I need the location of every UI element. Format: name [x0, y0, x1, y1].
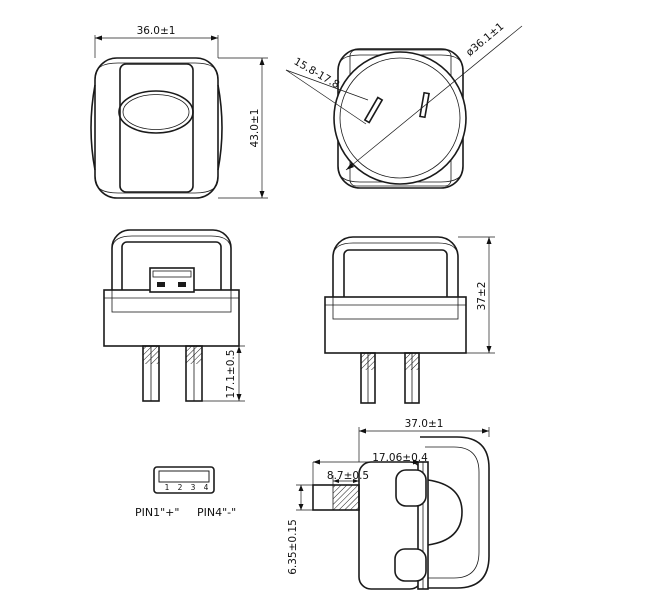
front-height-dim: 43.0±1 — [249, 109, 261, 148]
front-width-dim: 36.0±1 — [137, 25, 176, 37]
side-view: 37±2 — [324, 236, 495, 404]
slot-spacing-dim: 15.8-17.8 — [292, 56, 342, 92]
plug-face-view: ø36.1±1 15.8-17.8 — [285, 21, 523, 189]
usb-pin-3: 3 — [191, 483, 196, 492]
usb-pin-1: 1 — [165, 483, 170, 492]
diameter-dim: ø36.1±1 — [464, 21, 506, 59]
base-depth-dim: 17.06±0.4 — [372, 452, 428, 464]
pin1-label: PIN1"+" — [135, 506, 179, 519]
usb-pin-2: 2 — [178, 483, 183, 492]
pin-length-dim: 17.1±0.5 — [225, 350, 237, 399]
pin-offset-dim: 8.7±0.5 — [327, 470, 369, 482]
total-height-dim: 37±2 — [476, 282, 488, 311]
pin4-label: PIN4"-" — [197, 506, 236, 519]
depth-dim: 37.0±1 — [405, 418, 444, 430]
pin-width-dim: 6.35±0.15 — [287, 519, 299, 575]
usb-pin-detail: 1 2 3 4 PIN1"+" PIN4"-" — [135, 466, 236, 519]
front-view: 36.0±1 43.0±1 — [90, 25, 268, 199]
usb-pin-4: 4 — [204, 483, 209, 492]
depth-side-view: 37.0±1 17.06±0.4 8.7±0.5 6.35±0.15 — [287, 418, 490, 590]
usb-top-view: 17.1±0.5 — [103, 229, 245, 402]
